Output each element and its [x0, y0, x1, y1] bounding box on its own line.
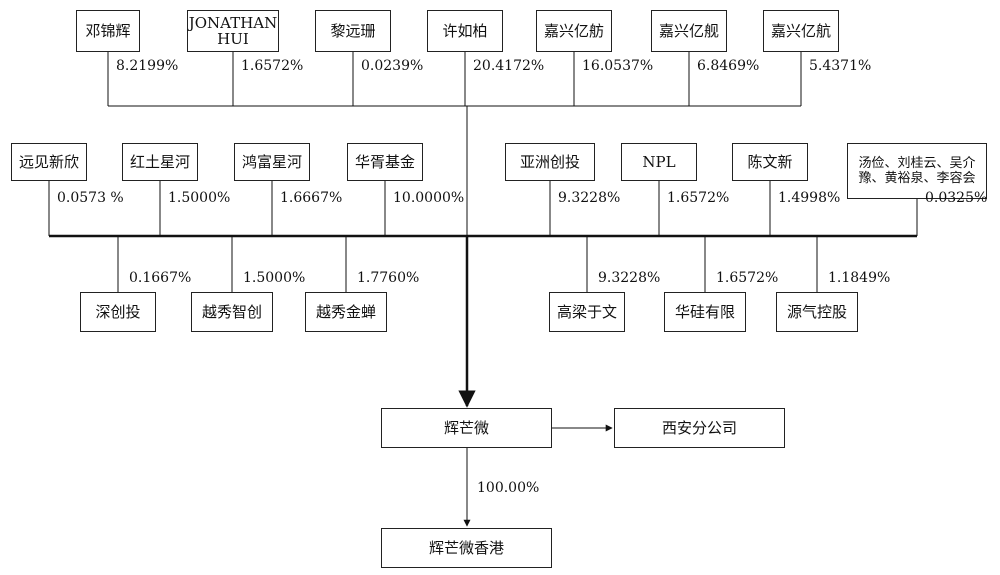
bottom-shareholder-box-label: 华硅有限: [674, 303, 735, 321]
top-shareholder-box: 嘉兴亿航: [763, 10, 839, 52]
middle-shareholder-box-label: 汤俭、刘桂云、吴介豫、黄裕泉、李容会: [858, 156, 976, 186]
top-shareholder-box: 邓锦辉: [76, 10, 140, 52]
middle-shareholder-box: 红土星河: [122, 143, 198, 181]
bottom-shareholder-box-label: 源气控股: [786, 303, 847, 321]
middle-shareholder-box: 陈文新: [732, 143, 808, 181]
bottom-shareholder-pct: 1.5000%: [243, 270, 306, 286]
top-shareholder-pct: 8.2199%: [116, 58, 179, 74]
subsidiary-pct: 100.00%: [477, 480, 540, 496]
bottom-shareholder-pct: 0.1667%: [129, 270, 192, 286]
middle-shareholder-box-label: 亚洲创投: [519, 153, 580, 171]
middle-shareholder-pct: 0.0325%: [925, 190, 988, 206]
top-shareholder-pct: 1.6572%: [241, 58, 304, 74]
middle-shareholder-box: 华胥基金: [347, 143, 423, 181]
bottom-shareholder-box: 越秀金蝉: [305, 292, 387, 332]
bottom-shareholder-box: 深创投: [80, 292, 156, 332]
top-shareholder-pct: 6.8469%: [697, 58, 760, 74]
middle-shareholder-box: NPL: [621, 143, 697, 181]
top-shareholder-box: 黎远珊: [315, 10, 391, 52]
top-shareholder-box: 嘉兴亿舫: [536, 10, 612, 52]
middle-shareholder-box-label: 陈文新: [747, 153, 793, 171]
top-shareholder-box-label: JONATHAN HUI: [188, 14, 278, 48]
bottom-shareholder-box: 高梁于文: [549, 292, 625, 332]
middle-shareholder-pct: 1.4998%: [778, 190, 841, 206]
bottom-shareholder-box-label: 高梁于文: [556, 303, 617, 321]
top-shareholder-box-label: 嘉兴亿舰: [658, 22, 719, 40]
company-box: 辉芒微: [381, 408, 552, 448]
middle-shareholder-pct: 1.6572%: [667, 190, 730, 206]
middle-shareholder-pct: 0.0573 %: [57, 190, 124, 206]
top-shareholder-box-label: 邓锦辉: [85, 22, 131, 40]
bottom-shareholder-box-label: 深创投: [95, 303, 141, 321]
top-shareholder-pct: 0.0239%: [361, 58, 424, 74]
top-shareholder-pct: 20.4172%: [473, 58, 545, 74]
bottom-shareholder-box: 越秀智创: [191, 292, 273, 332]
top-shareholder-box: 许如柏: [427, 10, 503, 52]
top-shareholder-pct: 16.0537%: [582, 58, 654, 74]
top-shareholder-box-label: 嘉兴亿航: [770, 22, 831, 40]
bottom-shareholder-pct: 1.7760%: [357, 270, 420, 286]
middle-shareholder-box: 远见新欣: [11, 143, 87, 181]
company-box-label: 辉芒微: [443, 419, 489, 437]
top-shareholder-box: JONATHAN HUI: [187, 10, 279, 52]
subsidiary-box-label: 辉芒微香港: [428, 539, 504, 557]
bottom-shareholder-pct: 9.3228%: [598, 270, 661, 286]
middle-shareholder-box-label: 红土星河: [129, 153, 190, 171]
middle-shareholder-pct: 9.3228%: [558, 190, 621, 206]
top-shareholder-box-label: 许如柏: [442, 22, 488, 40]
middle-shareholder-pct: 10.0000%: [393, 190, 465, 206]
bottom-shareholder-box: 华硅有限: [664, 292, 746, 332]
middle-shareholder-box: 鸿富星河: [234, 143, 310, 181]
middle-shareholder-box: 亚洲创投: [505, 143, 595, 181]
middle-shareholder-box: 汤俭、刘桂云、吴介豫、黄裕泉、李容会: [847, 143, 987, 199]
bottom-shareholder-pct: 1.1849%: [828, 270, 891, 286]
middle-shareholder-pct: 1.5000%: [168, 190, 231, 206]
top-shareholder-box-label: 黎远珊: [330, 22, 376, 40]
bottom-shareholder-pct: 1.6572%: [716, 270, 779, 286]
bottom-shareholder-box-label: 越秀金蝉: [315, 303, 376, 321]
top-shareholder-box: 嘉兴亿舰: [651, 10, 727, 52]
middle-shareholder-box-label: 远见新欣: [18, 153, 79, 171]
subsidiary-box: 辉芒微香港: [381, 528, 552, 568]
middle-shareholder-box-label: NPL: [642, 153, 676, 171]
branch-box: 西安分公司: [614, 408, 785, 448]
top-shareholder-box-label: 嘉兴亿舫: [543, 22, 604, 40]
bottom-shareholder-box: 源气控股: [776, 292, 858, 332]
middle-shareholder-box-label: 鸿富星河: [241, 153, 302, 171]
top-shareholder-pct: 5.4371%: [809, 58, 872, 74]
branch-box-label: 西安分公司: [661, 419, 737, 437]
middle-shareholder-box-label: 华胥基金: [354, 153, 415, 171]
bottom-shareholder-box-label: 越秀智创: [201, 303, 262, 321]
middle-shareholder-pct: 1.6667%: [280, 190, 343, 206]
